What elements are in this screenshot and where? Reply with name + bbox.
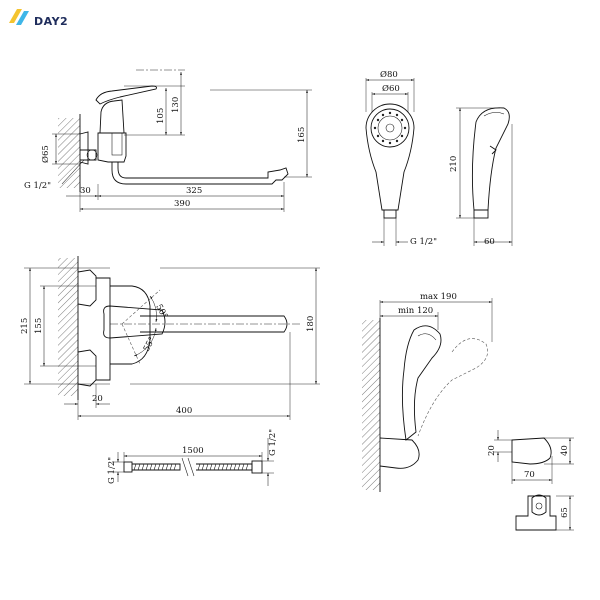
- upper-flange: [77, 269, 97, 307]
- shower-face-line: [417, 333, 437, 341]
- mixer-body: [97, 132, 127, 163]
- thread-label: G 1/2": [24, 181, 51, 191]
- dim-390-label: 390: [174, 199, 190, 209]
- dim-155-label: 155: [34, 318, 44, 334]
- dim-20-label: 20: [92, 394, 103, 404]
- logo-text: DAY2: [34, 15, 69, 28]
- holder-dim-70-label: 70: [524, 470, 535, 480]
- dim-105-label: 105: [156, 108, 166, 124]
- hose-nut-right: [251, 460, 263, 474]
- holder-mounted-view: max 190 min 120: [362, 292, 493, 492]
- dim-d60-label: Ø60: [382, 83, 400, 94]
- hose-drawing: 1500 G 1/2" G 1/2": [107, 429, 278, 486]
- hose-thread-left-label: G 1/2": [107, 457, 117, 484]
- dim-1500-label: 1500: [182, 446, 204, 456]
- top-wall-hatch: [58, 258, 78, 396]
- holder-side-body: [511, 437, 552, 465]
- angle-upper-arc: [149, 295, 158, 323]
- lower-flange: [77, 349, 97, 387]
- shower-head-ring: [377, 115, 403, 141]
- dim-180-label: 180: [306, 316, 316, 332]
- dim-30-label: 30: [80, 186, 91, 196]
- nozzle-dots: [373, 111, 407, 145]
- holder-bracket: [379, 437, 420, 469]
- shower-head-center: [385, 123, 395, 133]
- flange: [79, 131, 89, 165]
- cartridge-top: [110, 285, 151, 365]
- thread-leader: [61, 159, 85, 185]
- logo-mark-icon: [9, 9, 29, 25]
- hose-nut-left: [123, 461, 133, 473]
- mixer-top-body: [96, 277, 111, 381]
- spout-top: [140, 315, 288, 333]
- holder-wall-hatch: [362, 320, 380, 490]
- dim-65-label: Ø65: [40, 145, 51, 163]
- hand-shower-side: 210 60: [449, 107, 513, 247]
- dim-d80-label: Ø80: [380, 69, 398, 80]
- shower-side-outline: [471, 107, 510, 211]
- hose-break: [181, 457, 195, 477]
- shower-side-face: [483, 112, 505, 117]
- angle-upper-label: 50°: [153, 303, 169, 321]
- shower-side-thread: [473, 209, 489, 219]
- dim-max190-label: max 190: [420, 292, 457, 302]
- diverter-body: [111, 132, 123, 156]
- dim-60-label: 60: [484, 237, 495, 247]
- holder-dim-20-label: 20: [487, 445, 497, 456]
- hose-thread-right-label: G 1/2": [268, 429, 278, 456]
- holder-dim-40-label: 40: [560, 445, 570, 456]
- dim-215-label: 215: [20, 318, 30, 334]
- dim-165-label: 165: [297, 127, 307, 143]
- holder-cradle: [531, 494, 547, 516]
- shower-tilted-ghost: [417, 338, 488, 437]
- shower-thread-label: G 1/2": [410, 237, 437, 247]
- connector-nut: [86, 149, 98, 161]
- dim-325-label: 325: [186, 186, 202, 196]
- shower-head-face: [370, 108, 410, 148]
- shower-side-nub: [489, 145, 497, 155]
- hand-shower-front: Ø80 Ø60 G 1/2": [365, 69, 437, 247]
- cartridge-housing: [99, 99, 125, 134]
- dim-400-label: 400: [176, 406, 192, 416]
- dim-210-label: 210: [449, 156, 459, 172]
- dim-min120-label: min 120: [398, 306, 433, 316]
- hose-winding-left: [133, 463, 177, 471]
- mixer-top-view: 50° 55° 155 215 180 20 400: [20, 256, 320, 420]
- lever-top: [103, 305, 166, 339]
- hose-winding-right: [197, 463, 249, 471]
- swing-line-lower: [121, 323, 141, 365]
- dim-130-label: 130: [171, 97, 181, 113]
- swing-line-upper: [121, 289, 161, 325]
- lever-handle: [95, 85, 157, 105]
- spout: [111, 162, 289, 185]
- holder-dim-65-label: 65: [560, 507, 570, 518]
- shower-in-holder: [401, 325, 442, 441]
- shower-thread: [383, 209, 397, 219]
- wall-hatch: [58, 118, 80, 188]
- shower-handle-outline: [365, 103, 415, 211]
- holder-front-body: [515, 495, 557, 531]
- angle-lower-label: 55°: [142, 335, 158, 353]
- holder-screw: [535, 502, 543, 510]
- brand-logo: DAY2: [6, 6, 96, 28]
- mixer-side-view: 105 130 165 Ø65 G 1/2" 30 325 390: [24, 69, 312, 212]
- angle-lower-arc: [133, 327, 157, 357]
- eccentric-connector: [80, 149, 97, 161]
- holder-detail-view: 20 40 70 65: [487, 430, 574, 531]
